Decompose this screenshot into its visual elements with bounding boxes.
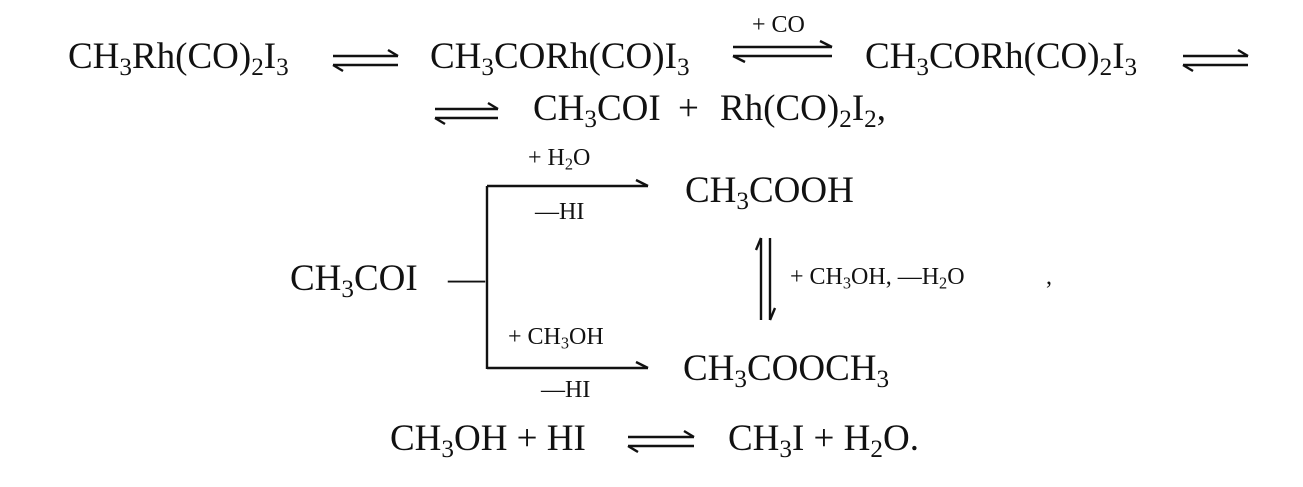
equilibrium-arrow-5: [627, 429, 695, 454]
water-addition-label: + H2O: [528, 145, 591, 174]
formula-ch3oh-plus-hi: CH3OH + HI: [390, 418, 586, 464]
vertical-equilibrium-arrow: [754, 237, 777, 321]
esterification-condition-label: + CH3OH, —H2O: [790, 264, 965, 293]
co-addition-label: + CO: [752, 12, 805, 38]
formula-ch3i-plus-h2o: CH3I + H2O.: [728, 418, 919, 464]
plus-sign: +: [678, 88, 699, 129]
formula-ch3cooh: CH3COOH: [685, 170, 854, 216]
formula-ch3rh-co2-i3: CH3Rh(CO)2I3: [68, 36, 289, 82]
equilibrium-arrow-3: [1182, 48, 1249, 73]
branch-dash: —: [448, 258, 485, 299]
formula-ch3coi-product: CH3COI: [533, 88, 661, 134]
methanol-addition-label: + CH3OH: [508, 324, 604, 353]
equilibrium-arrow-4: [434, 101, 499, 126]
hi-elimination-label-lower: —HI: [541, 377, 591, 403]
trailing-comma: ,: [1046, 264, 1052, 290]
formula-rh-co2-i2: Rh(CO)2I2,: [720, 88, 886, 134]
formula-ch3corh-co2-i3: CH3CORh(CO)2I3: [865, 36, 1138, 82]
formula-ch3cooch3: CH3COOCH3: [683, 348, 890, 394]
formula-ch3coi-start: CH3COI: [290, 258, 418, 304]
branch-bracket: [485, 178, 649, 370]
formula-ch3corh-co-i3: CH3CORh(CO)I3: [430, 36, 690, 82]
equilibrium-arrow-1: [332, 48, 399, 73]
equilibrium-arrow-2: [732, 39, 833, 64]
hi-elimination-label-upper: —HI: [535, 199, 585, 225]
